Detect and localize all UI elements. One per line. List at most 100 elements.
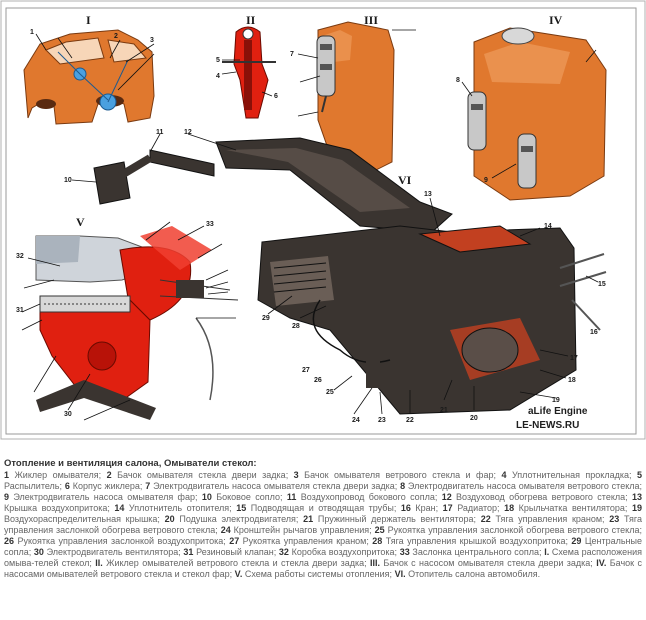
legend-text: Кран;	[410, 503, 443, 513]
legend-entry: 28 Тяга управления крышкой воздухоприток…	[372, 536, 571, 546]
callout-26: 26	[314, 377, 322, 384]
callout-4: 4	[216, 73, 220, 80]
side-nozzle-icon	[93, 161, 131, 205]
section-label-vi: VI	[398, 173, 412, 187]
legend-key: 6	[64, 481, 70, 491]
legend-entry: 11 Воздухопровод бокового сопла;	[287, 492, 442, 502]
control-levers-icon	[176, 280, 204, 298]
legend-text: Электродвигатель насоса омывателя фар;	[9, 492, 202, 502]
illustration: I II III IV V VI 1 2 3 4 5 6 7 8 9 10 11…	[0, 0, 646, 440]
legend-entry: 16 Кран;	[401, 503, 443, 513]
legend-key: 24	[220, 525, 231, 535]
callout-10: 10	[64, 177, 72, 184]
callout-1: 1	[30, 29, 34, 36]
legend-text: Электродвигатель насоса омывателя стекла…	[150, 481, 401, 491]
legend-key: 30	[33, 547, 44, 557]
legend-key: III.	[370, 558, 381, 568]
legend-entry: 31 Резиновый клапан;	[183, 547, 278, 557]
legend-key: 27	[229, 536, 240, 546]
legend-entry: 14 Уплотнитель отопителя;	[114, 503, 236, 513]
heater-washer-diagram: I II III IV V VI 1 2 3 4 5 6 7 8 9 10 11…	[0, 0, 646, 440]
legend-entry: IV. Бачок с насосами омывателей ветровог…	[4, 558, 642, 579]
callout-13: 13	[424, 191, 432, 198]
legend-key: 14	[114, 503, 125, 513]
legend-key: 26	[4, 536, 15, 546]
callout-11: 11	[156, 129, 164, 136]
callout-14: 14	[544, 223, 552, 230]
legend-entry: II. Жиклер омывателей ветрового стекла и…	[95, 558, 370, 568]
legend-text: Бачок с насосами омывателей ветрового ст…	[4, 558, 642, 579]
rear-washer-tank-drawing	[316, 21, 395, 177]
heating-scheme-drawing	[35, 226, 239, 420]
callout-30: 30	[64, 411, 72, 418]
legend-text: Жиклер омывателей ветрового стекла и сте…	[102, 558, 371, 568]
callout-28: 28	[292, 323, 300, 330]
legend-text: Рукоятка управления краном;	[239, 536, 373, 546]
pump-motor-icon	[467, 91, 487, 151]
legend-text: Бачок омывателя стекла двери задка;	[111, 470, 294, 480]
legend-key: 7	[145, 481, 151, 491]
figure-caption: Отопление и вентиляция салона, Омыватели…	[4, 458, 642, 580]
legend-key: 31	[183, 547, 194, 557]
legend-text: Рукоятка управления заслонкой обогрева в…	[384, 525, 642, 535]
legend-entry: 4 Уплотнительная прокладка;	[501, 470, 637, 480]
legend-text: Радиатор;	[452, 503, 505, 513]
legend-text: Подушка электродвигателя;	[174, 514, 304, 524]
legend-key: 8	[400, 481, 406, 491]
legend-key: 2	[106, 470, 112, 480]
callout-15: 15	[598, 281, 606, 288]
callout-32: 32	[16, 253, 24, 260]
control-bracket-icon	[366, 358, 380, 388]
legend-entry: I. Схема расположения омыва-телей стекол…	[4, 547, 642, 568]
tank-cap-icon	[501, 27, 535, 45]
legend-text: Уплотнительная прокладка;	[506, 470, 637, 480]
legend-text: Воздухораспределительная крышка;	[4, 514, 165, 524]
legend-key: II.	[95, 558, 103, 568]
legend-entry: V. Схема работы системы отопления;	[235, 569, 395, 579]
legend-key: 3	[293, 470, 299, 480]
legend-key: 21	[303, 514, 314, 524]
caption-legend: 1 Жиклер омывателя; 2 Бачок омывателя ст…	[4, 470, 642, 580]
legend-entry: 33 Заслонка центрального сопла;	[400, 547, 545, 557]
section-label-v: V	[76, 215, 85, 229]
legend-entry: 22 Тяга управления краном;	[481, 514, 610, 524]
legend-entry: 3 Бачок омывателя ветрового стекла и фар…	[294, 470, 502, 480]
callout-33: 33	[206, 221, 214, 228]
pump-motor-icon	[517, 133, 537, 189]
section-label-i: I	[86, 13, 91, 27]
legend-key: VI.	[394, 569, 406, 579]
callout-23: 23	[378, 417, 386, 424]
legend-key: 20	[164, 514, 175, 524]
legend-entry: 27 Рукоятка управления краном;	[229, 536, 372, 546]
legend-entry: 24 Кронштейн рычагов управления;	[221, 525, 375, 535]
callout-19: 19	[552, 397, 560, 404]
caption-title: Отопление и вентиляция салона, Омыватели…	[4, 458, 257, 469]
legend-key: 29	[571, 536, 582, 546]
legend-key: 5	[636, 470, 642, 480]
legend-text: Пружинный держатель вентилятора;	[313, 514, 481, 524]
legend-entry: 5 Распылитель;	[4, 470, 642, 491]
front-washer-tank-drawing	[467, 27, 607, 201]
callout-24: 24	[352, 417, 360, 424]
legend-entry: 21 Пружинный держатель вентилятора;	[303, 514, 481, 524]
callout-16: 16	[590, 329, 598, 336]
legend-key: 13	[631, 492, 642, 502]
callout-7: 7	[290, 51, 294, 58]
legend-entry: 13 Крышка воздухопритока;	[4, 492, 642, 513]
legend-text: Бачок омывателя ветрового стекла и фар;	[298, 470, 502, 480]
legend-entry: 25 Рукоятка управления заслонкой обогрев…	[375, 525, 642, 535]
callout-21: 21	[440, 407, 448, 414]
callout-numbers: 1 2 3 4 5 6 7 8 9 10 11 12 13 14 15 16 1…	[16, 29, 606, 424]
callout-8: 8	[456, 77, 460, 84]
callout-6: 6	[274, 93, 278, 100]
legend-text: Электродвигатель вентилятора;	[43, 547, 184, 557]
callout-18: 18	[568, 377, 576, 384]
legend-key: 15	[236, 503, 247, 513]
watermark-line-2: LE-NEWS.RU	[516, 420, 579, 431]
legend-entry: 29 Центральные сопла;	[4, 536, 642, 557]
legend-entry: 9 Электродвигатель насоса омывателя фар;	[4, 492, 202, 502]
section-label-ii: II	[246, 13, 256, 27]
section-label-iv: IV	[549, 13, 563, 27]
legend-key: I.	[544, 547, 550, 557]
legend-key: 9	[4, 492, 10, 502]
